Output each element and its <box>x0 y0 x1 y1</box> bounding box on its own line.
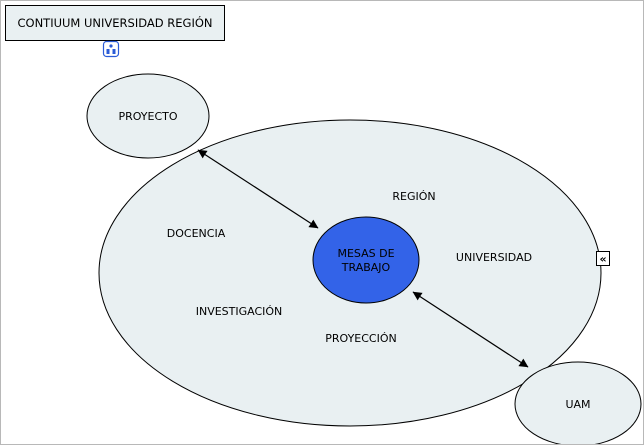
mesas-label-line1: MESAS DE <box>337 247 394 260</box>
title-label: CONTIUUM UNIVERSIDAD REGIÓN <box>18 15 213 30</box>
label-docencia[interactable]: DOCENCIA <box>167 227 226 240</box>
mesas-ellipse[interactable] <box>312 216 420 304</box>
label-region[interactable]: REGIÓN <box>392 190 435 203</box>
link-mesas-uam[interactable] <box>412 291 529 368</box>
resource-icon[interactable] <box>102 40 120 58</box>
label-universidad[interactable]: UNIVERSIDAD <box>456 251 532 264</box>
collapse-icon-glyph: « <box>599 253 606 266</box>
label-proyeccion[interactable]: PROYECCIÓN <box>325 332 397 345</box>
title-node[interactable]: CONTIUUM UNIVERSIDAD REGIÓN <box>5 5 225 41</box>
collapse-icon-frame <box>596 251 610 266</box>
proyecto-label: PROYECTO <box>118 110 177 123</box>
title-box[interactable] <box>5 5 225 41</box>
collapse-icon[interactable]: « <box>596 251 610 266</box>
resource-icon-frame <box>102 40 120 58</box>
node-uam[interactable]: UAM <box>514 361 642 445</box>
label-investigacion[interactable]: INVESTIGACIÓN <box>196 305 283 318</box>
node-mesas-de-trabajo[interactable]: MESAS DE TRABAJO <box>312 216 420 304</box>
link-proyecto-mesas[interactable] <box>197 149 319 229</box>
uam-label: UAM <box>565 398 590 411</box>
proyecto-ellipse[interactable] <box>86 73 210 159</box>
uam-ellipse[interactable] <box>514 361 642 445</box>
resource-icon-glyph-head <box>109 44 113 48</box>
resource-icon-glyph-right <box>112 49 116 54</box>
mesas-label-line2: TRABAJO <box>341 261 391 274</box>
resource-icon-glyph-left <box>106 49 110 54</box>
node-proyecto[interactable]: PROYECTO <box>86 73 210 159</box>
